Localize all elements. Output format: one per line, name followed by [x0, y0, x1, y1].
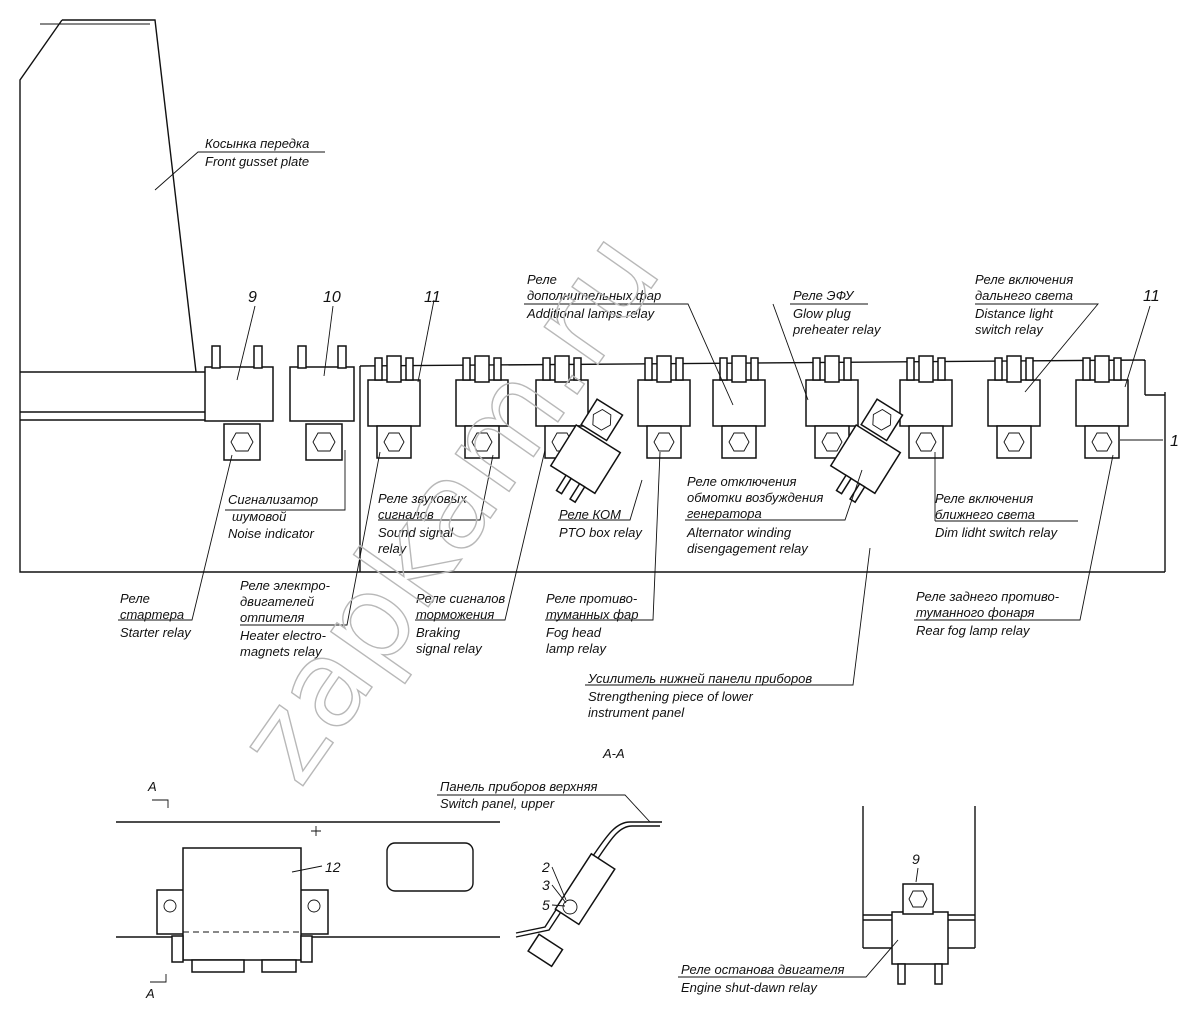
- label-starter-en: Starter relay: [120, 625, 192, 640]
- label-gusset-ru: Косынка передка: [205, 136, 309, 151]
- label-fog-ru1: Реле противо-: [546, 591, 638, 606]
- glow-plug-preheater-relay: [805, 355, 859, 459]
- label-dist-en1: Distance light: [975, 306, 1054, 321]
- callout-3: 3: [542, 877, 550, 893]
- label-dist-ru1: Реле включения: [975, 272, 1073, 287]
- label-heater-en1: Heater electro-: [240, 628, 327, 643]
- engine-shutdown-detail: 9 Реле останова двигателя Engine shut-da…: [678, 806, 976, 995]
- label-rear-fog-ru1: Реле заднего противо-: [916, 589, 1060, 604]
- label-alt-en1: Alternator winding: [686, 525, 792, 540]
- label-sound-ru2: сигналов: [378, 507, 434, 522]
- label-strength-en1: Strengthening piece of lower: [588, 689, 753, 704]
- label-sound-en1: Sound signal: [378, 525, 454, 540]
- label-fog-en1: Fog head: [546, 625, 602, 640]
- label-strength-en2: instrument panel: [588, 705, 685, 720]
- callout-5: 5: [542, 897, 550, 913]
- callout-2: 2: [541, 859, 550, 875]
- label-fog-en2: lamp relay: [546, 641, 607, 656]
- label-rear-fog-en: Rear fog lamp relay: [916, 623, 1031, 638]
- label-dim-en: Dim lidht switch relay: [935, 525, 1059, 540]
- label-engine-en: Engine shut-dawn relay: [681, 980, 818, 995]
- label-fog-ru2: туманных фар: [546, 607, 639, 622]
- label-dim-ru1: Реле включения: [935, 491, 1033, 506]
- callout-9: 9: [248, 289, 257, 306]
- label-dim-ru2: ближнего света: [935, 507, 1035, 522]
- label-starter-ru2: стартера: [120, 607, 184, 622]
- cut-mark-top: А: [147, 779, 157, 794]
- callout-10: 10: [323, 289, 341, 306]
- rear-fog-lamp-relay: [1075, 355, 1129, 459]
- label-noise-en: Noise indicator: [228, 526, 315, 541]
- label-pto-ru: Реле КОМ: [559, 507, 621, 522]
- label-upper-en: Switch panel, upper: [440, 796, 555, 811]
- label-heater-ru1: Реле электро-: [240, 578, 331, 593]
- pto-relay-base: [535, 355, 589, 459]
- label-alt-en2: disengagement relay: [687, 541, 809, 556]
- label-efu-en2: preheater relay: [792, 322, 882, 337]
- heater-relay-10: [289, 345, 355, 461]
- leader-lines: [118, 151, 1163, 686]
- label-engine-ru: Реле останова двигателя: [681, 962, 845, 977]
- cut-mark-bottom: А: [145, 986, 155, 1001]
- callout-11-right: 11: [1143, 288, 1160, 305]
- label-alt-ru2: обмотки возбуждения: [687, 490, 823, 505]
- callout-1: 1: [1170, 433, 1179, 450]
- label-efu-en1: Glow plug: [793, 306, 852, 321]
- label-brake-en1: Braking: [416, 625, 461, 640]
- label-brake-ru2: торможения: [416, 607, 494, 622]
- fog-head-lamp-relay: [637, 355, 691, 459]
- section-a-a-view: А А 12: [116, 779, 500, 1001]
- top-labels: Косынка передка Front gusset plate Реле …: [120, 136, 1179, 761]
- distance-light-switch-relay: [987, 355, 1041, 459]
- callout-12: 12: [325, 859, 341, 875]
- label-add-lamps-ru1: Реле: [527, 272, 557, 287]
- label-add-lamps-en: Additional lamps relay: [526, 306, 656, 321]
- label-heater-en2: magnets relay: [240, 644, 323, 659]
- dim-light-switch-relay: [899, 355, 953, 459]
- label-strength-ru: Усилитель нижней панели приборов: [587, 671, 812, 686]
- label-efu-ru: Реле ЭФУ: [793, 288, 855, 303]
- label-pto-en: PTO box relay: [559, 525, 643, 540]
- callout-11-left: 11: [424, 289, 441, 306]
- additional-lamps-relay: [712, 355, 766, 459]
- glow-plug-relay-tilted: [829, 398, 904, 504]
- label-alt-ru3: генератора: [687, 506, 762, 521]
- pto-box-relay: [549, 398, 624, 504]
- section-title: А-А: [602, 746, 625, 761]
- label-sound-en2: relay: [378, 541, 408, 556]
- label-noise-ru1: Сигнализатор: [228, 492, 318, 507]
- upper-panel-detail: Панель приборов верхняя Switch panel, up…: [437, 779, 662, 968]
- label-brake-en2: signal relay: [416, 641, 483, 656]
- label-dist-en2: switch relay: [975, 322, 1044, 337]
- label-dist-ru2: дальнего света: [975, 288, 1073, 303]
- sound-signal-relay: [367, 355, 421, 459]
- label-starter-ru1: Реле: [120, 591, 150, 606]
- callout-9-bottom: 9: [912, 851, 920, 867]
- label-sound-ru1: Реле звуковых: [378, 491, 467, 506]
- label-gusset-en: Front gusset plate: [205, 154, 309, 169]
- braking-relay-upper: [455, 355, 509, 459]
- label-rear-fog-ru2: туманного фонаря: [916, 605, 1035, 620]
- label-add-lamps-ru2: дополнительных фар: [527, 288, 661, 303]
- noise-indicator-relay-9: [204, 345, 274, 461]
- front-gusset-plate: [19, 19, 197, 420]
- label-heater-ru2: двигателей: [240, 594, 314, 609]
- label-noise-ru2: шумовой: [232, 509, 286, 524]
- label-alt-ru1: Реле отключения: [687, 474, 797, 489]
- label-brake-ru1: Реле сигналов: [416, 591, 505, 606]
- label-heater-ru3: отпителя: [240, 610, 304, 625]
- label-upper-ru: Панель приборов верхняя: [440, 779, 598, 794]
